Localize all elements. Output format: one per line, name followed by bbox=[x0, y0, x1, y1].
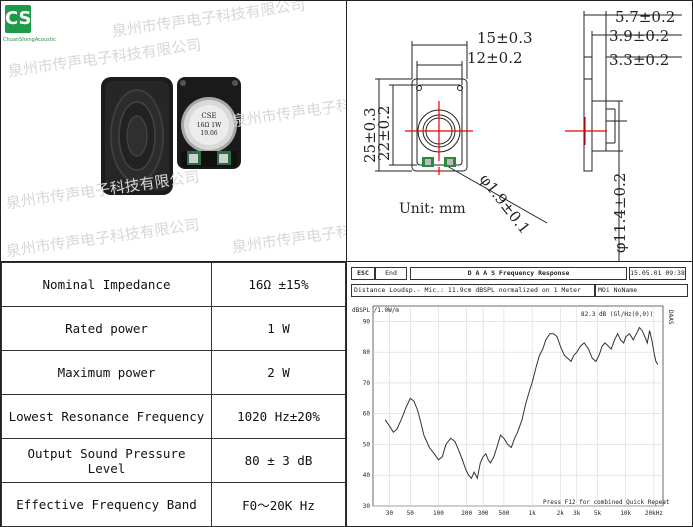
dim-cone-diameter: φ11.4±0.2 bbox=[611, 173, 629, 253]
spec-label: Effective Frequency Band bbox=[1, 482, 212, 527]
dim-hole-diameter: φ1.9±0.1 bbox=[476, 170, 534, 237]
center-marks bbox=[405, 101, 607, 175]
x-tick-label: 50 bbox=[407, 510, 415, 517]
x-tick-label: 10k bbox=[620, 510, 631, 517]
product-photo-panel: CS ChuanShengAcoustic 泉州市传声电子科技有限公司 泉州市传… bbox=[1, 1, 346, 261]
chart-subtitle: Distance Loudsp.- Mic.: 11.9cm dBSPL nor… bbox=[351, 284, 595, 297]
x-tick-label: 500 bbox=[498, 510, 509, 517]
speaker-front-view: CSE 16Ω 1W 19.06 bbox=[177, 77, 241, 169]
end-button[interactable]: End bbox=[375, 267, 407, 280]
company-logo: CS bbox=[5, 5, 32, 33]
chart-mode: MOi NoName bbox=[595, 284, 688, 297]
chart-date: 15.05.01 09:38 bbox=[629, 267, 686, 280]
x-tick-labels: 30 50 100 200 300 500 1k 2k 3k 5k 10k 20kHz bbox=[386, 510, 663, 517]
panel-divider-vertical bbox=[346, 0, 347, 527]
table-row: Output Sound Pressure Level 80 ± 3 dB bbox=[1, 438, 346, 483]
spec-value: 80 ± 3 dB bbox=[211, 438, 346, 483]
y-tick-labels: 30 40 50 60 70 80 90 bbox=[363, 318, 371, 510]
y-tick-label: 90 bbox=[363, 318, 371, 325]
company-logo-subtitle: ChuanShengAcoustic bbox=[3, 37, 56, 43]
y-tick-label: 60 bbox=[363, 411, 371, 418]
chart-footer: Press F12 for combined Quick Repeat bbox=[543, 499, 670, 506]
spec-label: Rated power bbox=[1, 306, 212, 351]
panel-divider-horizontal bbox=[0, 261, 693, 262]
dimension-drawing: 15±0.3 12±0.2 25±0.3 22±0.2 5.7±0.2 3.9±… bbox=[361, 8, 682, 261]
table-row: Nominal Impedance 16Ω ±15% bbox=[1, 262, 346, 307]
x-tick-label: 100 bbox=[433, 510, 444, 517]
spec-value: 1020 Hz±20% bbox=[211, 394, 346, 439]
x-tick-label: 300 bbox=[478, 510, 489, 517]
table-row: Lowest Resonance Frequency 1020 Hz±20% bbox=[1, 394, 346, 439]
y-tick-label: 50 bbox=[363, 441, 371, 448]
table-row: Effective Frequency Band F0～20K Hz bbox=[1, 482, 346, 527]
y-tick-label: 30 bbox=[363, 503, 371, 510]
spec-label: Output Sound Pressure Level bbox=[1, 438, 212, 483]
x-tick-label: 2k bbox=[557, 510, 565, 517]
spec-value: 16Ω ±15% bbox=[211, 262, 346, 307]
y-axis-label: dBSPL /1.0W/m bbox=[352, 307, 399, 314]
dim-width-inner: 12±0.2 bbox=[467, 49, 523, 67]
x-tick-label: 30 bbox=[386, 510, 394, 517]
dim-depth-frame: 3.3±0.2 bbox=[609, 51, 669, 69]
dimension-drawing-panel: 15±0.3 12±0.2 25±0.3 22±0.2 5.7±0.2 3.9±… bbox=[347, 1, 692, 261]
chart-readout: 82.3 dB (Gl/Hz(0,0)) bbox=[581, 311, 653, 318]
y-tick-label: 70 bbox=[363, 380, 371, 387]
chart-title: D A A S Frequency Response bbox=[410, 267, 627, 280]
spec-label: Nominal Impedance bbox=[1, 262, 212, 307]
speaker-label-line: CSE bbox=[201, 112, 216, 120]
x-tick-label: 20kHz bbox=[645, 510, 663, 517]
frequency-response-chart: 30 40 50 60 70 80 90 30 50 100 200 300 500 1k 2k 3k 5k 1… bbox=[352, 305, 674, 517]
spec-value: F0～20K Hz bbox=[211, 482, 346, 527]
dim-depth-total: 5.7±0.2 bbox=[615, 8, 675, 26]
spec-label: Maximum power bbox=[1, 350, 212, 395]
speaker-label-line: 19.06 bbox=[200, 130, 217, 137]
y-tick-label: 80 bbox=[363, 349, 371, 356]
esc-button[interactable]: ESC bbox=[351, 267, 375, 280]
plot-area bbox=[372, 305, 664, 507]
speaker-photo: CSE 16Ω 1W 19.06 bbox=[101, 77, 241, 195]
table-row: Maximum power 2 W bbox=[1, 350, 346, 395]
specifications-table: Nominal Impedance 16Ω ±15% Rated power 1… bbox=[1, 262, 346, 527]
dim-height-inner: 22±0.2 bbox=[375, 105, 393, 161]
spec-value: 2 W bbox=[211, 350, 346, 395]
speaker-label-line: 16Ω 1W bbox=[197, 122, 222, 129]
spec-value: 1 W bbox=[211, 306, 346, 351]
spec-label: Lowest Resonance Frequency bbox=[1, 394, 212, 439]
terminal-tabs bbox=[422, 157, 456, 167]
x-tick-label: 5k bbox=[594, 510, 602, 517]
speaker-back-view bbox=[101, 77, 173, 195]
y-tick-label: 40 bbox=[363, 472, 371, 479]
frequency-response-panel: ESC End D A A S Frequency Response 15.05… bbox=[347, 262, 692, 526]
x-tick-label: 1k bbox=[528, 510, 536, 517]
x-tick-label: 3k bbox=[573, 510, 581, 517]
dim-height-outer: 25±0.3 bbox=[361, 107, 379, 163]
dim-depth-mid: 3.9±0.2 bbox=[609, 27, 669, 45]
x-tick-label: 200 bbox=[461, 510, 472, 517]
vertical-label: DAAS bbox=[667, 310, 674, 325]
response-curve bbox=[384, 326, 659, 480]
dim-width-outer: 15±0.3 bbox=[477, 29, 533, 47]
table-row: Rated power 1 W bbox=[1, 306, 346, 351]
unit-label: Unit: mm bbox=[399, 201, 466, 217]
chart-grid bbox=[373, 306, 663, 507]
